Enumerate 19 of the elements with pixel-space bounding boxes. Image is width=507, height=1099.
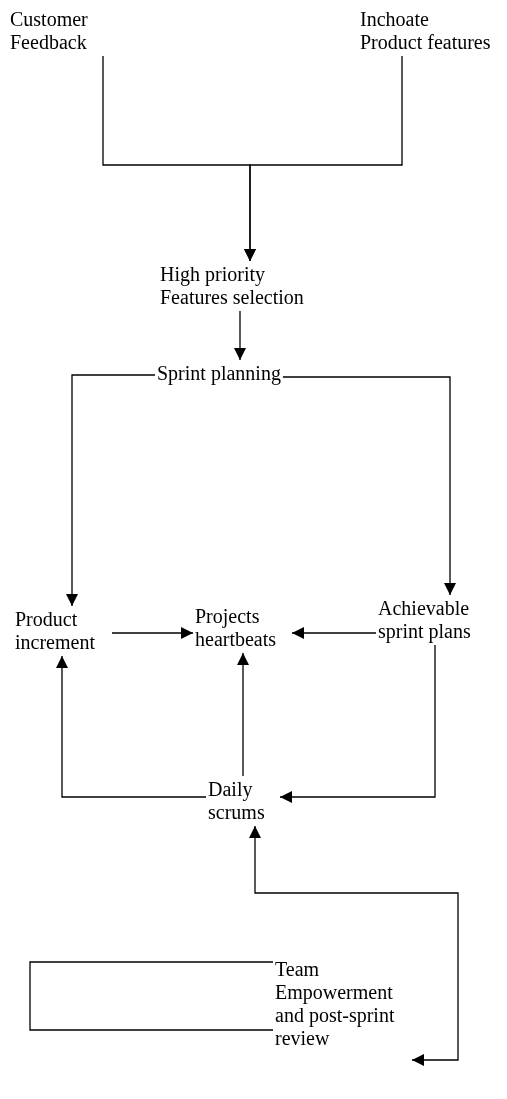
flow-step-label: Achievable sprint plans — [378, 597, 506, 643]
flow-step-label: Customer Feedback — [10, 8, 110, 54]
flow-step-label: Inchoate Product features — [360, 8, 495, 54]
arrow — [291, 627, 377, 639]
flow-step-label: Product increment — [15, 608, 110, 654]
flow-step-label: Sprint planning — [157, 362, 281, 385]
flow-step-label: Projects heartbeats — [195, 605, 290, 651]
arrow — [56, 655, 207, 798]
flow-step-label: High priority Features selection — [160, 263, 335, 309]
arrow — [111, 627, 194, 639]
arrow — [282, 376, 456, 596]
flow-step-label: Team Empowerment and post-sprint review — [275, 958, 410, 1050]
arrow — [279, 644, 436, 803]
arrow — [234, 310, 246, 361]
arrow — [66, 374, 156, 607]
arrow — [249, 825, 459, 1066]
arrow — [244, 55, 403, 262]
arrow — [237, 652, 249, 777]
flow-step-label: Daily scrums — [208, 778, 278, 824]
